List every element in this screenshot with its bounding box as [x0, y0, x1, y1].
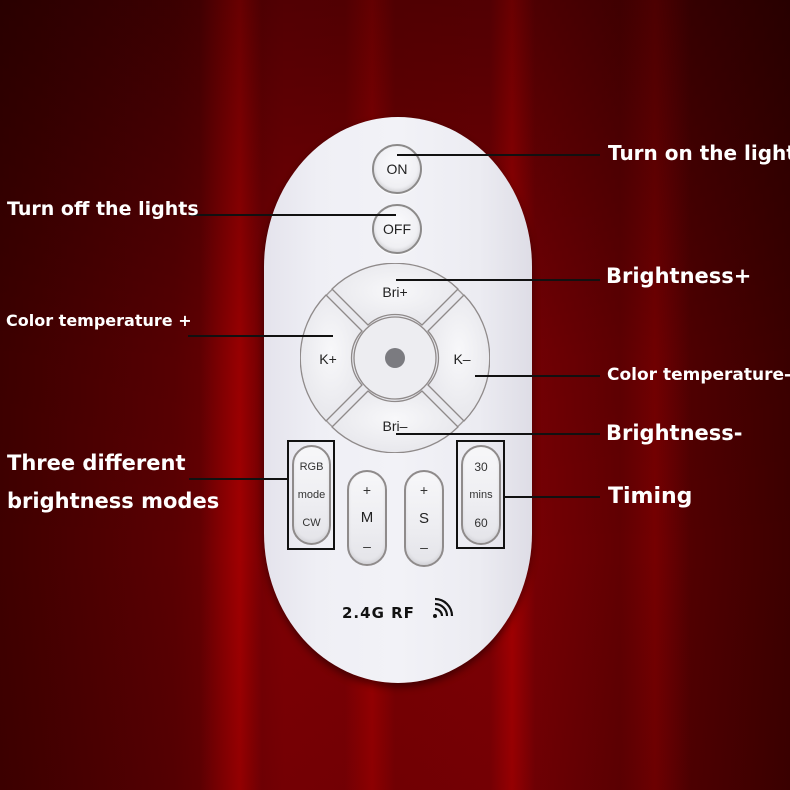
k-minus-label: K–: [453, 351, 471, 367]
s-label: S: [418, 510, 429, 527]
timer-button[interactable]: 30 mins 60: [461, 445, 501, 545]
dpad-graphic: [300, 263, 490, 453]
bri-minus-segment: [331, 390, 459, 453]
m-plus-label: +: [362, 481, 372, 498]
bri-plus-label: Bri+: [382, 284, 408, 300]
wireless-signal-icon: [433, 597, 454, 618]
k-plus-label: K+: [319, 351, 337, 367]
leader-line-brightness-minus: [396, 433, 600, 435]
timer-mins-label: mins: [469, 488, 493, 501]
off-button-label: OFF: [383, 221, 411, 237]
callout-brightness-minus: Brightness-: [606, 421, 743, 445]
mode-highlight-frame: [287, 440, 335, 550]
k-plus-segment: [300, 294, 363, 422]
leader-line-modes: [189, 478, 287, 480]
mode-label: mode: [297, 489, 326, 501]
dpad: Bri+ Bri– K+ K–: [300, 263, 490, 453]
s-plus-label: +: [419, 482, 429, 498]
callout-turn-off: Turn off the lights: [7, 198, 199, 220]
timer-60-label: 60: [474, 515, 488, 530]
center-indicator-button[interactable]: [384, 347, 406, 369]
leader-line-color-temp-minus: [475, 375, 600, 377]
leader-line-turn-on: [397, 154, 600, 156]
brand-label: 2.4G RF: [342, 604, 415, 622]
callout-modes-line2: brightness modes: [7, 489, 220, 513]
on-button[interactable]: ON: [372, 144, 422, 194]
s-minus-label: –: [420, 539, 428, 555]
mode-cw-label: CW: [302, 517, 321, 529]
callout-color-temp-plus: Color temperature +: [6, 311, 192, 330]
callout-color-temp-minus: Color temperature-: [607, 365, 790, 385]
callout-turn-on: Turn on the light: [608, 141, 790, 165]
on-button-label: ON: [386, 161, 408, 177]
s-button[interactable]: + S –: [404, 470, 444, 567]
bri-plus-segment: [331, 263, 459, 326]
leader-line-turn-off: [189, 214, 396, 216]
k-minus-segment: [427, 294, 490, 422]
callout-brightness-plus: Brightness+: [606, 264, 752, 288]
mode-button[interactable]: RGB mode CW: [292, 445, 331, 545]
timer-highlight-frame: [456, 440, 505, 549]
m-minus-label: –: [363, 538, 371, 555]
m-label: M: [360, 509, 374, 527]
leader-line-brightness-plus: [396, 279, 600, 281]
mode-rgb-label: RGB: [299, 461, 324, 473]
leader-line-timing: [505, 496, 600, 498]
callout-timing: Timing: [608, 484, 693, 509]
leader-line-color-temp-plus: [188, 335, 333, 337]
timer-30-label: 30: [474, 460, 488, 475]
m-button[interactable]: + M –: [347, 470, 387, 566]
callout-modes-line1: Three different: [7, 451, 186, 475]
off-button[interactable]: OFF: [372, 204, 422, 254]
bri-minus-label: Bri–: [382, 418, 408, 434]
